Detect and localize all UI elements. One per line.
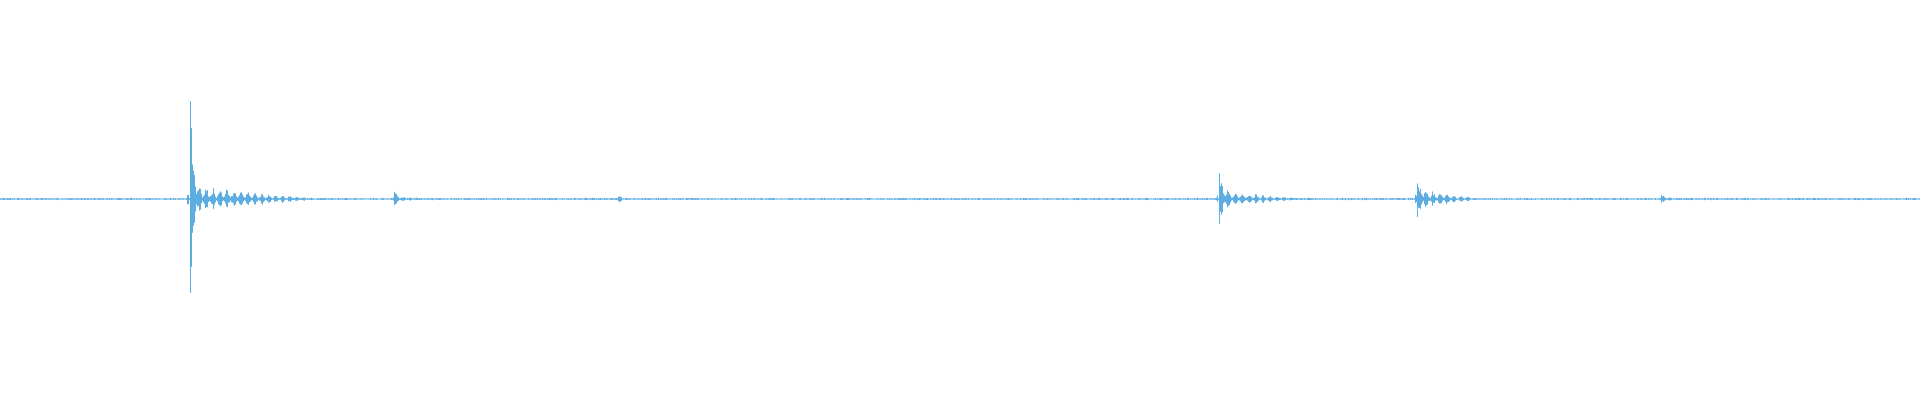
waveform-bars	[0, 101, 1920, 293]
